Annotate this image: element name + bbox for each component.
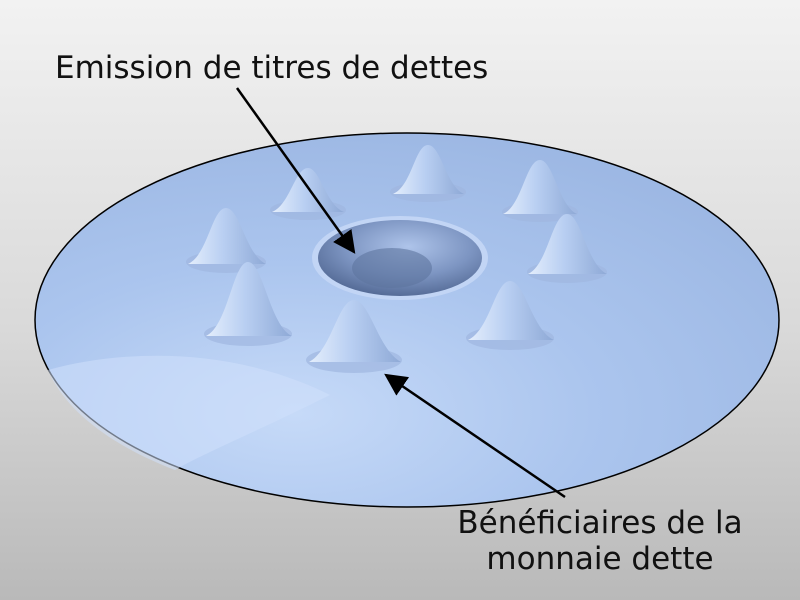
label-beneficiaries: Bénéficiaires de la monnaie dette xyxy=(440,505,760,577)
spike xyxy=(204,262,292,346)
spike xyxy=(466,281,554,350)
spike xyxy=(390,145,466,202)
spike xyxy=(502,160,578,222)
beneficiary-spikes xyxy=(186,145,607,373)
debt-hole-bottom xyxy=(352,248,432,288)
spike xyxy=(527,214,607,283)
spike xyxy=(306,300,402,373)
label-beneficiaries-line1: Bénéficiaires de la xyxy=(457,505,743,541)
label-beneficiaries-line2: monnaie dette xyxy=(486,541,714,577)
label-debt-issuance: Emission de titres de dettes xyxy=(55,50,489,86)
arrow-to-hole xyxy=(235,87,356,254)
disc-highlight xyxy=(48,355,330,470)
arrow-to-spike xyxy=(384,373,566,499)
